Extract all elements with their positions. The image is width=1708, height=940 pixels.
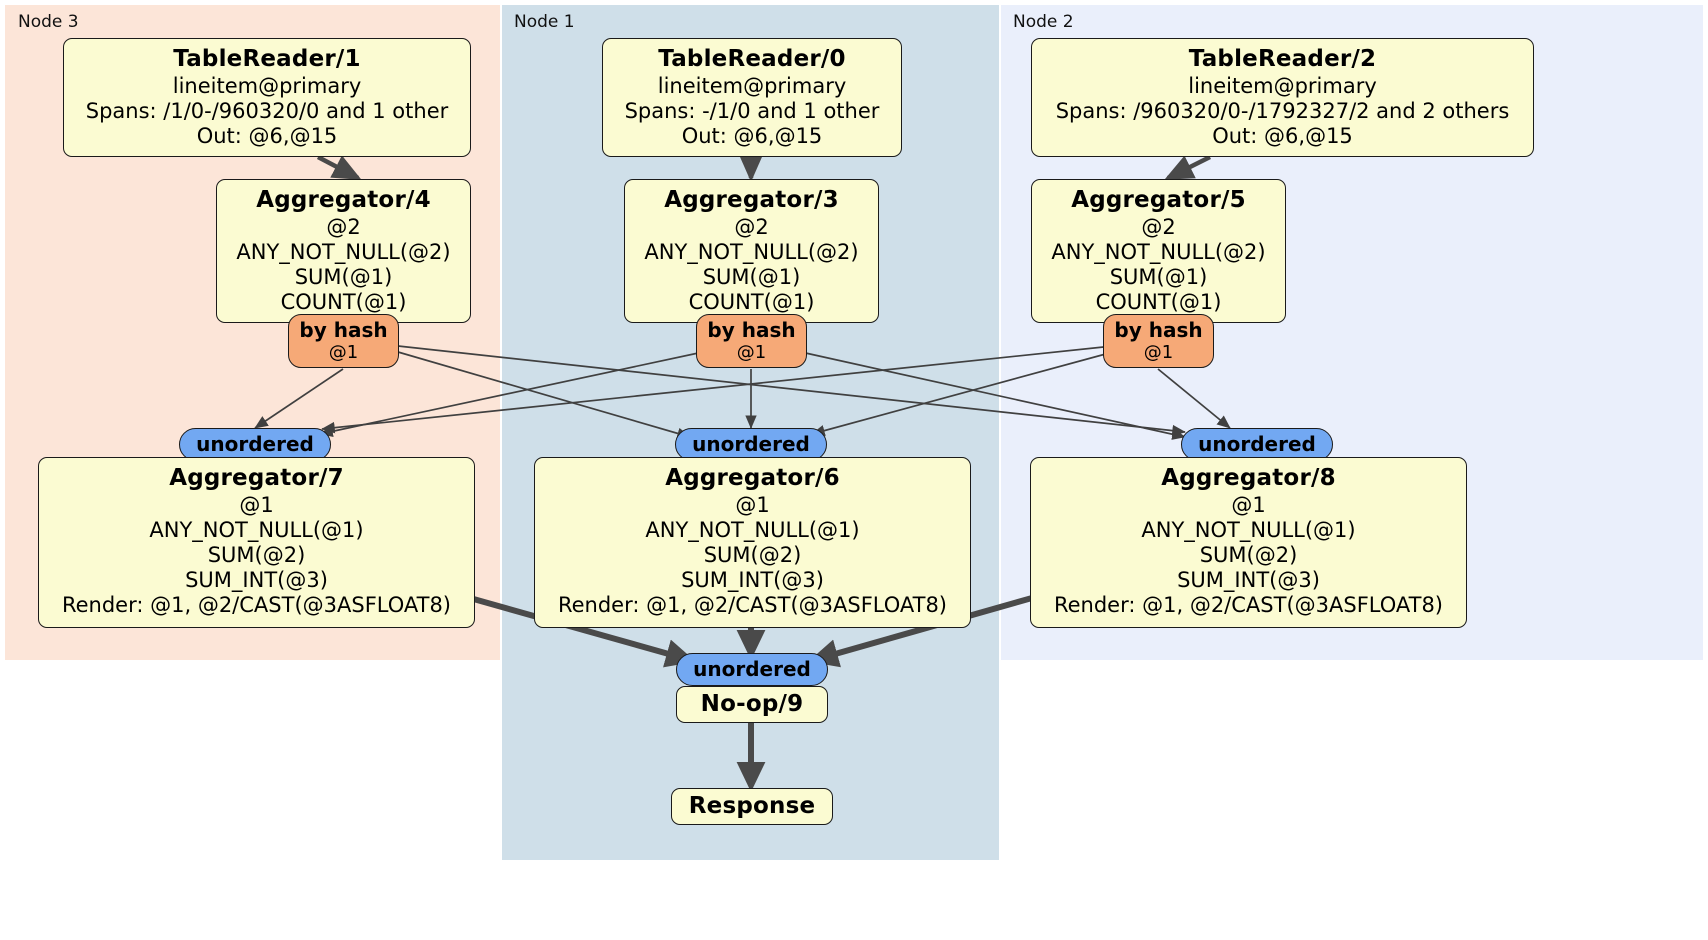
processor-title: Aggregator/3 [664, 187, 839, 213]
processor-detail: Spans: -/1/0 and 1 other [624, 99, 880, 123]
processor-detail: @2 [1141, 215, 1176, 239]
processor-title: TableReader/2 [1188, 46, 1377, 72]
processor-detail: Render: @1, @2/CAST(@3ASFLOAT8) [1053, 593, 1444, 617]
processor-aggregator-3[interactable]: Aggregator/3 @2 ANY_NOT_NULL(@2) SUM(@1)… [624, 179, 879, 323]
processor-detail: Out: @6,@15 [196, 124, 338, 148]
badge-key-label: @1 [328, 342, 359, 363]
processor-table-reader-1[interactable]: TableReader/1 lineitem@primary Spans: /1… [63, 38, 471, 157]
badge-key-label: @1 [736, 342, 767, 363]
processor-title: TableReader/1 [173, 46, 361, 72]
processor-detail: lineitem@primary [1188, 74, 1377, 98]
processor-detail: Out: @6,@15 [681, 124, 823, 148]
processor-title: Aggregator/4 [256, 187, 431, 213]
processor-noop-9[interactable]: No-op/9 [676, 686, 828, 723]
processor-detail: @1 [735, 493, 770, 517]
processor-detail: Out: @6,@15 [1212, 124, 1353, 148]
processor-detail: lineitem@primary [657, 74, 847, 98]
processor-detail: SUM(@2) [207, 543, 306, 567]
processor-detail: SUM(@2) [703, 543, 802, 567]
processor-aggregator-5[interactable]: Aggregator/5 @2 ANY_NOT_NULL(@2) SUM(@1)… [1031, 179, 1286, 323]
processor-detail: lineitem@primary [172, 74, 362, 98]
processor-title: Aggregator/5 [1071, 187, 1246, 213]
processor-detail: ANY_NOT_NULL(@1) [149, 518, 364, 542]
processor-detail: ANY_NOT_NULL(@1) [645, 518, 860, 542]
processor-detail: Spans: /1/0-/960320/0 and 1 other [85, 99, 449, 123]
processor-aggregator-8[interactable]: Aggregator/8 @1 ANY_NOT_NULL(@1) SUM(@2)… [1030, 457, 1467, 628]
processor-title: Response [688, 793, 816, 819]
processor-detail: Spans: /960320/0-/1792327/2 and 2 others [1055, 99, 1510, 123]
processor-detail: SUM_INT(@3) [681, 568, 824, 592]
processor-detail: @2 [734, 215, 769, 239]
processor-detail: @1 [1231, 493, 1266, 517]
badge-kind-label: unordered [692, 432, 810, 456]
processor-detail: ANY_NOT_NULL(@1) [1141, 518, 1356, 542]
badge-kind-label: by hash [707, 318, 796, 342]
processor-response[interactable]: Response [671, 788, 833, 825]
badge-by-hash-mid[interactable]: by hash @1 [696, 314, 807, 368]
processor-detail: COUNT(@1) [1095, 290, 1222, 314]
processor-detail: ANY_NOT_NULL(@2) [644, 240, 859, 264]
badge-by-hash-left[interactable]: by hash @1 [288, 314, 399, 368]
processor-title: Aggregator/7 [169, 465, 344, 491]
badge-by-hash-right[interactable]: by hash @1 [1103, 314, 1214, 368]
processor-detail: SUM(@1) [294, 265, 393, 289]
processor-detail: @2 [326, 215, 361, 239]
processor-aggregator-7[interactable]: Aggregator/7 @1 ANY_NOT_NULL(@1) SUM(@2)… [38, 457, 475, 628]
processor-detail: Render: @1, @2/CAST(@3ASFLOAT8) [557, 593, 948, 617]
badge-kind-label: by hash [299, 318, 388, 342]
badge-unordered-right[interactable]: unordered [1181, 428, 1333, 461]
processor-detail: @1 [239, 493, 274, 517]
badge-kind-label: unordered [693, 657, 811, 681]
processor-title: Aggregator/8 [1161, 465, 1336, 491]
processor-detail: Render: @1, @2/CAST(@3ASFLOAT8) [61, 593, 452, 617]
processor-title: No-op/9 [700, 691, 804, 717]
processor-detail: SUM_INT(@3) [1177, 568, 1320, 592]
node-label-node3: Node 3 [18, 12, 79, 32]
processor-aggregator-6[interactable]: Aggregator/6 @1 ANY_NOT_NULL(@1) SUM(@2)… [534, 457, 971, 628]
badge-kind-label: unordered [196, 432, 314, 456]
processor-table-reader-2[interactable]: TableReader/2 lineitem@primary Spans: /9… [1031, 38, 1534, 157]
processor-detail: ANY_NOT_NULL(@2) [236, 240, 451, 264]
node-label-node1: Node 1 [514, 12, 575, 32]
node-label-node2: Node 2 [1013, 12, 1074, 32]
badge-kind-label: by hash [1114, 318, 1203, 342]
badge-key-label: @1 [1143, 342, 1174, 363]
processor-detail: COUNT(@1) [688, 290, 815, 314]
processor-title: Aggregator/6 [665, 465, 840, 491]
processor-detail: COUNT(@1) [280, 290, 407, 314]
badge-kind-label: unordered [1198, 432, 1316, 456]
processor-aggregator-4[interactable]: Aggregator/4 @2 ANY_NOT_NULL(@2) SUM(@1)… [216, 179, 471, 323]
processor-detail: ANY_NOT_NULL(@2) [1051, 240, 1266, 264]
processor-table-reader-0[interactable]: TableReader/0 lineitem@primary Spans: -/… [602, 38, 902, 157]
processor-title: TableReader/0 [658, 46, 846, 72]
processor-detail: SUM(@1) [702, 265, 801, 289]
processor-detail: SUM(@1) [1109, 265, 1208, 289]
badge-unordered-mid[interactable]: unordered [675, 428, 827, 461]
badge-unordered-final[interactable]: unordered [676, 653, 828, 686]
processor-detail: SUM_INT(@3) [185, 568, 328, 592]
processor-detail: SUM(@2) [1199, 543, 1298, 567]
